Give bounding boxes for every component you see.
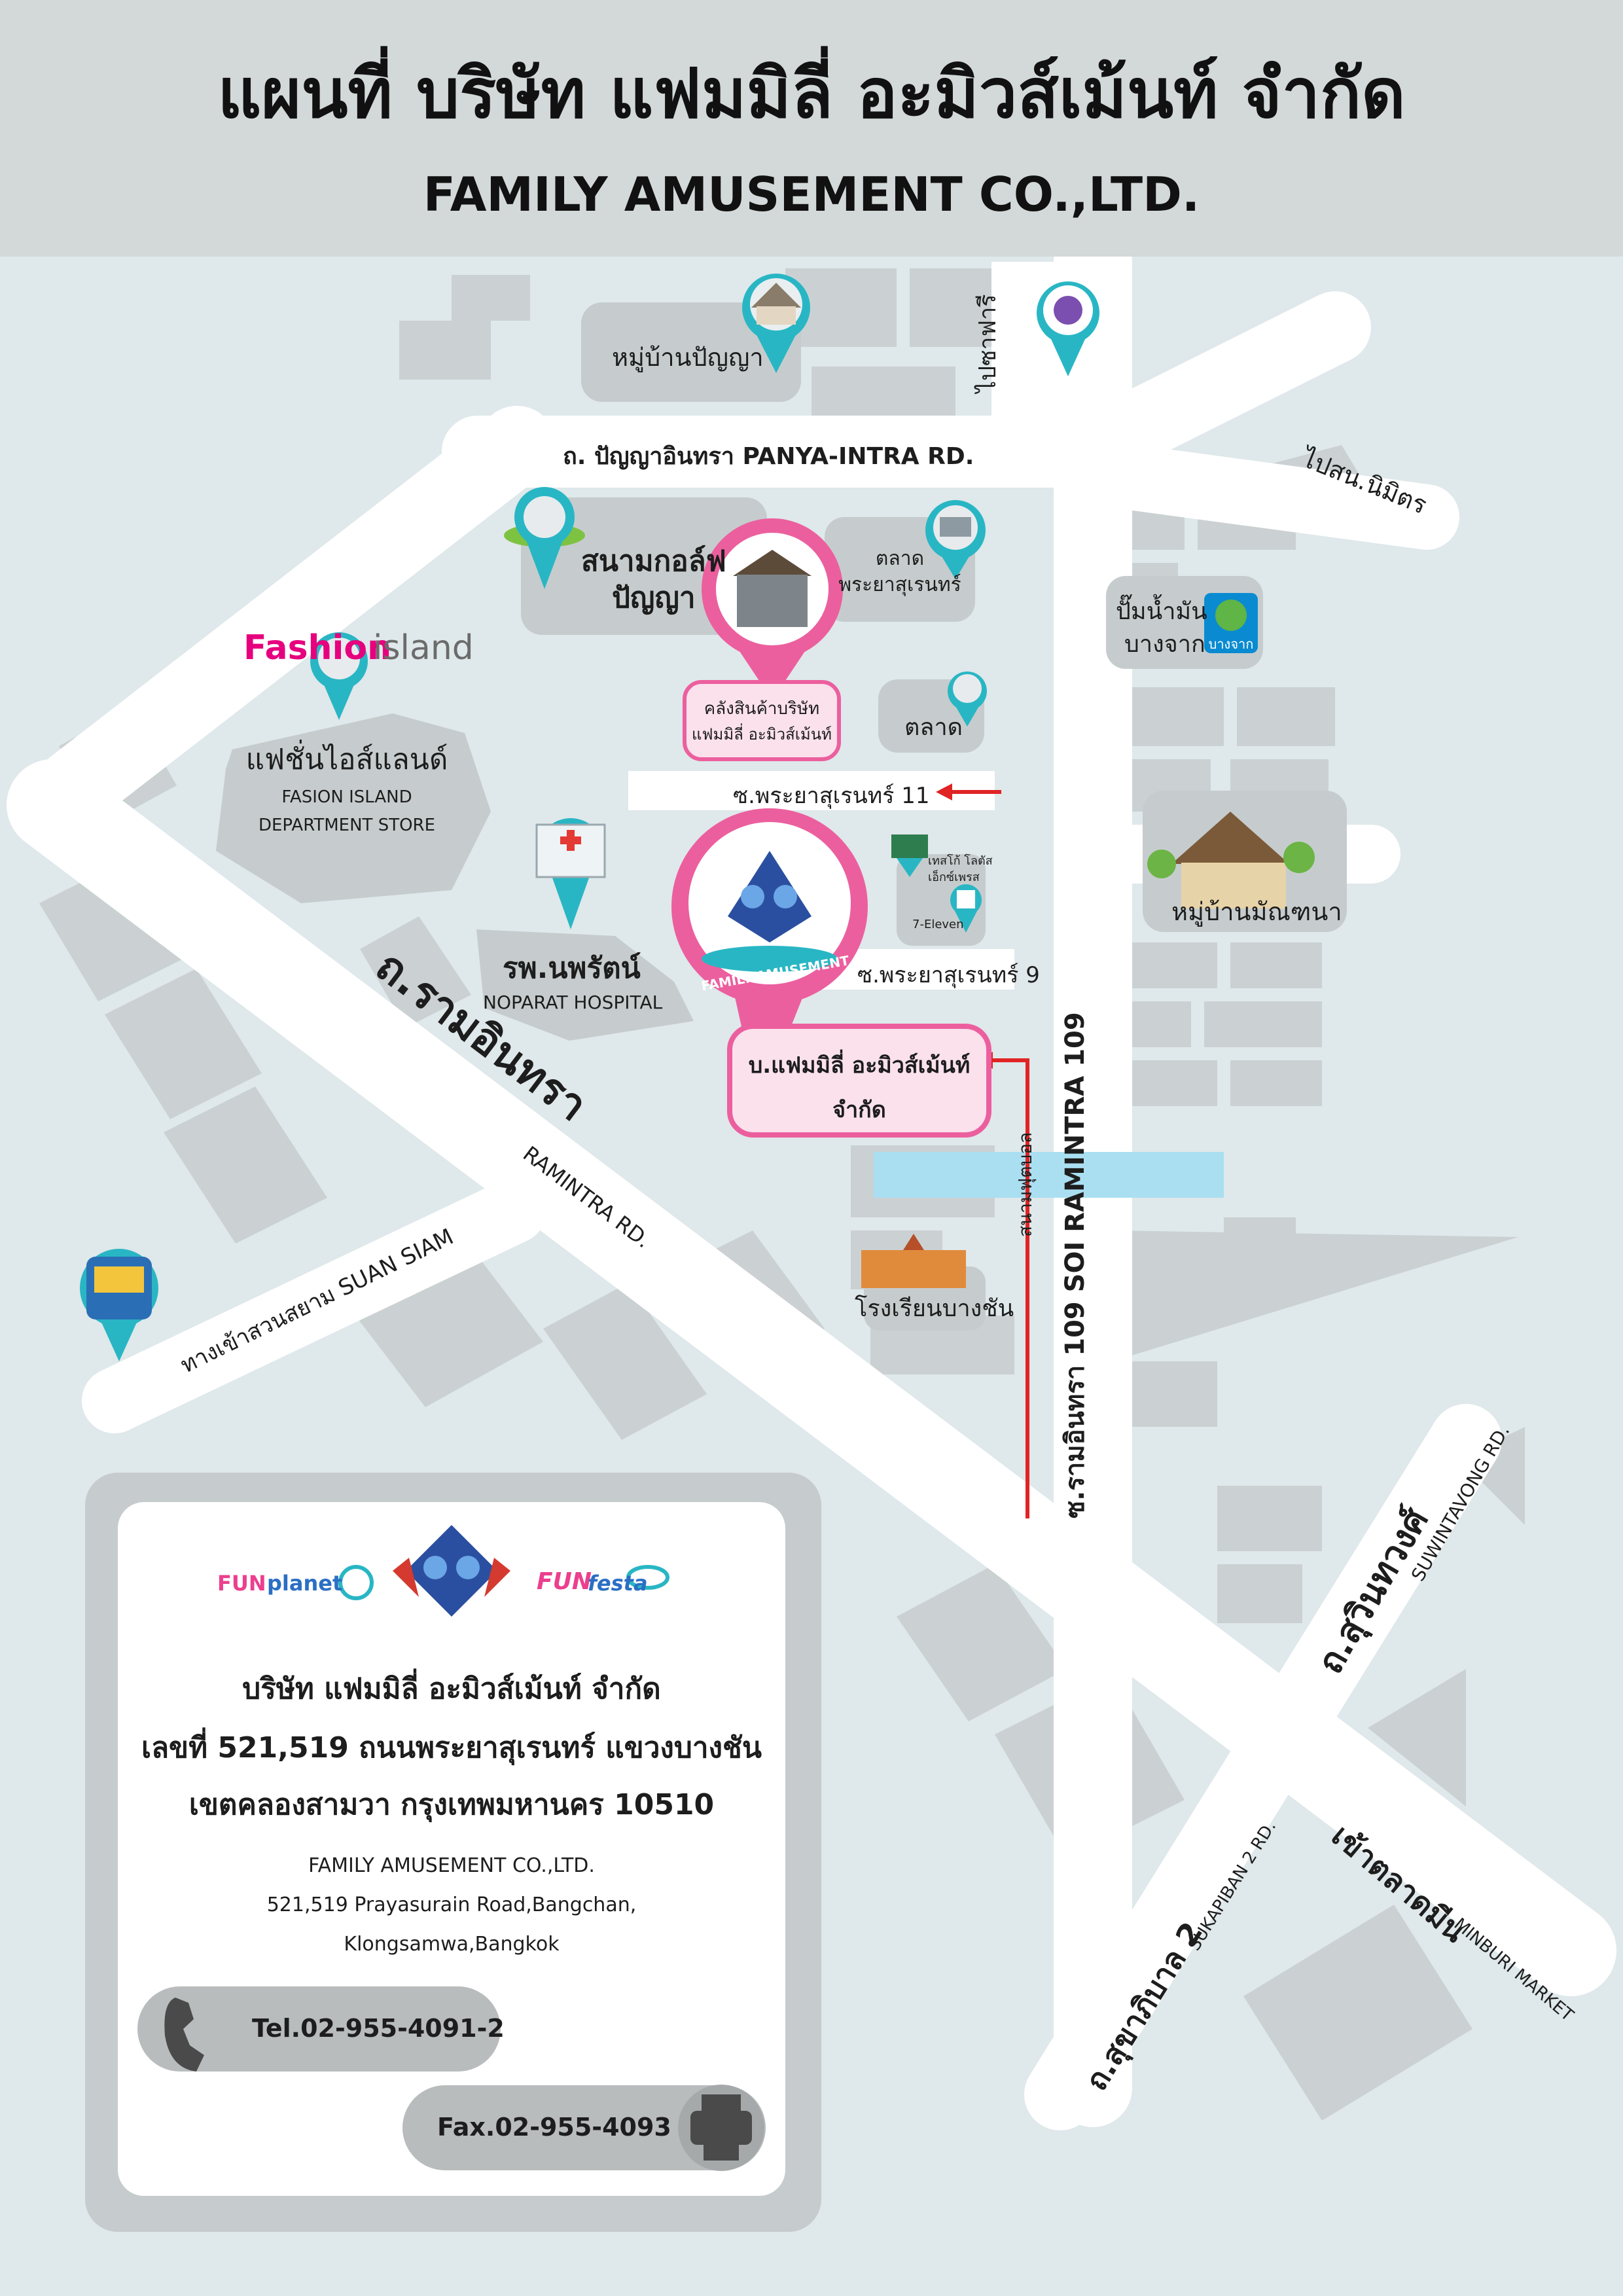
place-label-noparat-th: รพ.นพรัตน์	[503, 952, 641, 985]
card-en-line3: Klongsamwa,Bangkok	[344, 1933, 560, 1956]
hospital-icon	[535, 818, 606, 929]
fun-planet-logo-icon	[338, 1565, 374, 1600]
house-icon-manthana	[1147, 812, 1315, 908]
place-label-tesco-1: เทสโก้ โลตัส	[928, 854, 993, 868]
company-logo	[393, 1525, 510, 1617]
market-icon-2	[948, 672, 987, 726]
fun-planet-logo-a: FUN	[217, 1571, 266, 1596]
arrow-soi-11	[936, 783, 1001, 800]
place-label-fashion-en2: DEPARTMENT STORE	[258, 816, 436, 835]
place-label-market-1b: พระยาสุเรนทร์	[838, 573, 961, 596]
fashion-pin	[310, 632, 368, 720]
shop-icon	[891, 834, 982, 933]
place-label-school: โรงเรียนบางชัน	[855, 1295, 1014, 1322]
place-label-market-2: ตลาด	[904, 714, 963, 741]
warehouse-label-bg	[683, 680, 841, 761]
warehouse-icon	[702, 518, 843, 700]
fax-number: Fax.02-955-4093	[437, 2113, 671, 2142]
fuel-icon	[1204, 593, 1258, 653]
road-label-soi-11: ซ.พระยาสุเรนทร์ 11	[733, 783, 930, 809]
fashion-logo-a: Fashion	[243, 628, 392, 668]
place-label-market-1a: ตลาด	[875, 547, 925, 570]
theme-park-icon	[1037, 281, 1099, 376]
company-label-bg	[727, 1024, 991, 1138]
road-label-soi-ramintra-109: ซ.รามอินทรา 109 SOI RAMINTRA 109	[1060, 1012, 1090, 1518]
card-th-line2: เลขที่ 521,519 ถนนพระยาสุเรนทร์ แขวงบางช…	[141, 1731, 762, 1765]
fun-festa-logo-a: FUN	[537, 1568, 592, 1595]
page-title-en: FAMILY AMUSEMENT CO.,LTD.	[423, 167, 1200, 222]
roads	[7, 223, 1616, 2130]
fax-icon	[678, 2085, 764, 2171]
road-label-football: สนามฟุตบอล	[1014, 1132, 1036, 1237]
phone-icon	[164, 1998, 204, 2072]
place-label-fashion-en1: FASION ISLAND	[281, 787, 412, 807]
place-label-noparat-en: NOPARAT HOSPITAL	[483, 992, 663, 1013]
road-label-to-safari: ไปซาฟารี	[974, 294, 1001, 393]
fashion-logo-b: island	[373, 628, 474, 668]
suan-siam-pin	[80, 1249, 158, 1361]
place-label-warehouse-1: คลังสินค้าบริษัท	[704, 699, 820, 719]
place-label-panya-village: หมู่บ้านปัญญา	[612, 343, 764, 372]
place-label-manthana: หมู่บ้านมัณฑนา	[1171, 897, 1342, 926]
page-title-th: แผนที่ บริษัท แฟมมิลี่ อะมิวส์เม้นท์ จำก…	[217, 54, 1406, 134]
bangchak-logo-text: บางจาก	[1208, 636, 1254, 652]
tel-number[interactable]: Tel.02-955-4091-2	[252, 2014, 505, 2043]
market-icon	[925, 500, 986, 579]
card-th-line3: เขตคลองสามวา กรุงเทพมหานคร 10510	[188, 1788, 715, 1821]
house-icon	[742, 274, 810, 373]
road-soi-11	[628, 771, 995, 810]
road-label-soi-9: ซ.พระยาสุเรนทร์ 9	[857, 962, 1040, 988]
place-label-company-2: จำกัด	[832, 1097, 886, 1123]
place-label-golf-1: สนามกอล์ฟ	[581, 545, 726, 578]
header-bar: แผนที่ บริษัท แฟมมิลี่ อะมิวส์เม้นท์ จำก…	[0, 0, 1623, 257]
place-label-seven: 7-Eleven	[912, 918, 964, 931]
golf-icon	[504, 487, 585, 589]
place-label-bangchak-2: บางจาก	[1124, 631, 1205, 658]
fun-festa-logo-icon	[626, 1565, 669, 1590]
place-label-golf-2: ปัญญา	[612, 581, 696, 615]
school-icon	[861, 1234, 966, 1288]
card-th-line1: บริษัท แฟมมิลี่ อะมิวส์เม้นท์ จำกัด	[242, 1672, 661, 1706]
place-label-warehouse-2: แฟมมิลี่ อะมิวส์เม้นท์	[692, 725, 832, 744]
card-en-line2: 521,519 Prayasurain Road,Bangchan,	[266, 1893, 637, 1916]
card-en-line1: FAMILY AMUSEMENT CO.,LTD.	[308, 1854, 595, 1877]
place-label-bangchak-1: ปั๊มน้ำมัน	[1116, 598, 1207, 625]
road-label-panya-intra: ถ. ปัญญาอินทรา PANYA-INTRA RD.	[563, 443, 974, 470]
company-pin	[671, 808, 868, 1106]
fun-planet-logo-b: planet	[267, 1571, 343, 1596]
place-label-fashion-th: แฟชั่นไอส์แลนด์	[245, 743, 448, 776]
place-label-company-1: บ.แฟมมิลี่ อะมิวส์เม้นท์	[748, 1052, 971, 1079]
fun-festa-logo-b: festa	[588, 1571, 648, 1596]
place-label-tesco-2: เอ็กซ์เพรส	[928, 870, 980, 884]
